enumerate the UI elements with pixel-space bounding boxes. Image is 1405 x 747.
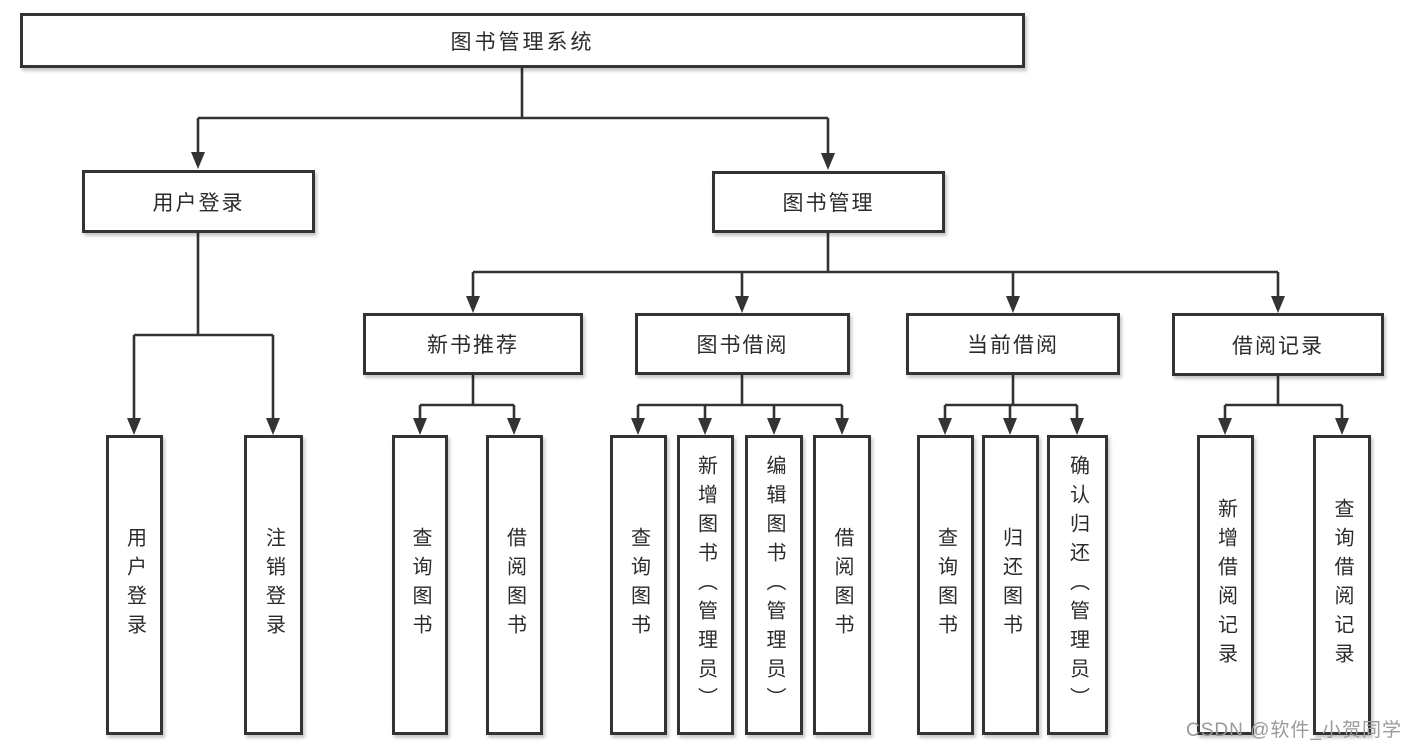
node-leaf-query-book-1: 查询图书: [392, 435, 448, 735]
node-leaf-add-record-label: 新增借阅记录: [1214, 498, 1237, 672]
node-leaf-query-record: 查询借阅记录: [1313, 435, 1371, 735]
node-borrow-records: 借阅记录: [1172, 313, 1384, 376]
node-leaf-query-book-1-label: 查询图书: [409, 527, 431, 643]
node-leaf-query-book-3-label: 查询图书: [934, 527, 957, 643]
node-leaf-logout: 注销登录: [244, 435, 303, 735]
node-leaf-borrow-book-2-label: 借阅图书: [831, 527, 853, 643]
node-leaf-return-book-label: 归还图书: [999, 527, 1022, 643]
node-book-mgmt-label: 图书管理: [782, 192, 875, 215]
node-borrow-records-label: 借阅记录: [1232, 334, 1324, 358]
connector-new-book-rec-to-leaves: [413, 375, 521, 435]
connector-root-to-level2: [191, 68, 835, 170]
connector-book-borrow-to-leaves: [631, 375, 849, 435]
node-user-login-label: 用户登录: [152, 191, 245, 215]
node-book-borrow: 图书借阅: [635, 313, 850, 375]
node-leaf-edit-book: 编辑图书（管理员）: [745, 435, 803, 735]
node-leaf-borrow-book-2: 借阅图书: [813, 435, 871, 735]
node-leaf-query-record-label: 查询借阅记录: [1331, 498, 1353, 672]
node-leaf-query-book-2: 查询图书: [610, 435, 667, 735]
connector-borrow-records-to-leaves: [1218, 375, 1349, 435]
node-root-label: 图书管理系统: [450, 30, 595, 54]
node-leaf-confirm-return-label: 确认归还（管理员）: [1066, 454, 1089, 716]
node-leaf-add-record: 新增借阅记录: [1197, 435, 1254, 735]
node-leaf-user-login: 用户登录: [106, 435, 163, 735]
node-leaf-add-book-label: 新增图书（管理员）: [694, 454, 717, 716]
connector-current-borrow-to-leaves: [938, 375, 1084, 435]
node-leaf-borrow-book-1-label: 借阅图书: [503, 527, 526, 643]
connector-book-mgmt-to-level3: [466, 233, 1285, 313]
node-leaf-query-book-3: 查询图书: [917, 435, 974, 735]
node-book-mgmt: 图书管理: [712, 171, 945, 233]
node-user-login: 用户登录: [82, 170, 315, 233]
node-leaf-logout-label: 注销登录: [262, 527, 285, 643]
connector-user-login-to-leaves: [127, 233, 280, 435]
node-leaf-confirm-return: 确认归还（管理员）: [1047, 435, 1108, 735]
node-leaf-return-book: 归还图书: [982, 435, 1039, 735]
node-new-book-rec: 新书推荐: [363, 313, 583, 375]
node-leaf-edit-book-label: 编辑图书（管理员）: [763, 454, 785, 716]
node-current-borrow: 当前借阅: [906, 313, 1120, 375]
node-leaf-borrow-book-1: 借阅图书: [486, 435, 543, 735]
node-book-borrow-label: 图书借阅: [696, 334, 789, 357]
node-new-book-rec-label: 新书推荐: [427, 334, 519, 357]
node-current-borrow-label: 当前借阅: [967, 334, 1059, 357]
node-root: 图书管理系统: [20, 13, 1025, 68]
node-leaf-add-book: 新增图书（管理员）: [677, 435, 734, 735]
node-leaf-query-book-2-label: 查询图书: [627, 527, 650, 643]
node-leaf-user-login-label: 用户登录: [123, 527, 146, 643]
csdn-watermark: CSDN @软件_小贺同学: [1186, 720, 1402, 741]
